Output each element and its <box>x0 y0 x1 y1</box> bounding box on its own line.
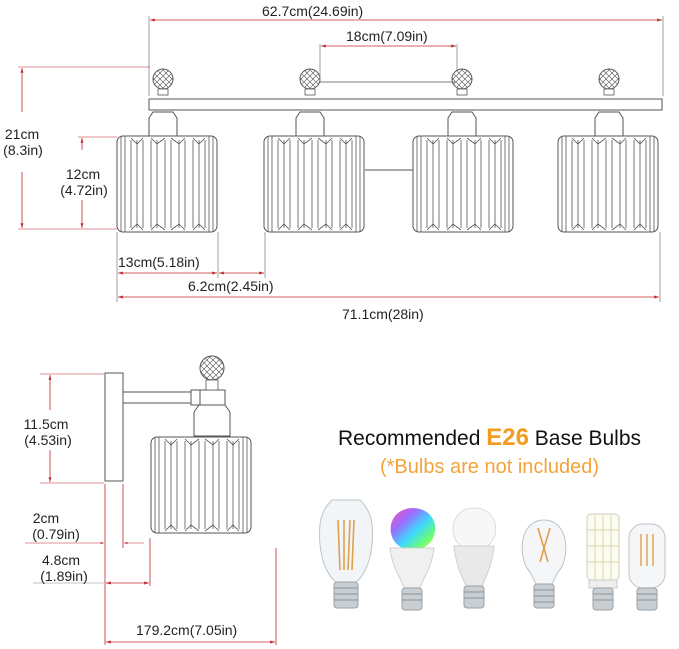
bulb-rgb-smart <box>389 508 436 611</box>
backplate-depth-in-label: (0.79in) <box>32 526 80 542</box>
title-accent-e26: E26 <box>486 424 529 451</box>
total-height-in-label: (8.3in) <box>3 142 43 158</box>
shade-height-in-label: (4.72in) <box>60 182 108 198</box>
arm-spacing-label: 18cm(7.09in) <box>346 28 428 44</box>
mounting-bar <box>148 98 663 111</box>
title-prefix: Recommended <box>337 427 481 450</box>
title-suffix: Base Bulbs <box>534 427 642 450</box>
bulb-t10-tubular <box>628 523 666 611</box>
shade-width-label: 13cm(5.18in) <box>118 254 200 270</box>
shade-height-cm-label: 12cm <box>65 166 101 182</box>
bulb-edison <box>319 499 373 609</box>
overall-width-label: 71.1cm(28in) <box>342 306 424 322</box>
backplate-height-in-label: (4.53in) <box>24 432 72 448</box>
backplate-depth-cm-label: 2cm <box>32 510 60 526</box>
bulb-a19-white <box>452 507 497 609</box>
backplate-height-cm-label: 11.5cm <box>23 416 69 432</box>
shade-gap-label: 6.2cm(2.45in) <box>188 278 274 294</box>
bulb-a19-filament <box>521 519 567 609</box>
total-extension-label: 179.2cm(7.05in) <box>136 622 238 638</box>
bulb-led-corn <box>586 513 620 611</box>
arm-offset-in-label: (1.89in) <box>40 568 88 584</box>
total-height-cm-label: 21cm <box>4 126 40 142</box>
bulbs-title: Recommended E26 Base Bulbs <box>300 424 679 452</box>
overall-bar-width-label: 62.7cm(24.69in) <box>262 3 364 19</box>
bulbs-subtitle: (*Bulbs are not included) <box>379 456 599 478</box>
arm-offset-cm-label: 4.8cm <box>41 552 81 568</box>
backplate <box>104 372 124 482</box>
